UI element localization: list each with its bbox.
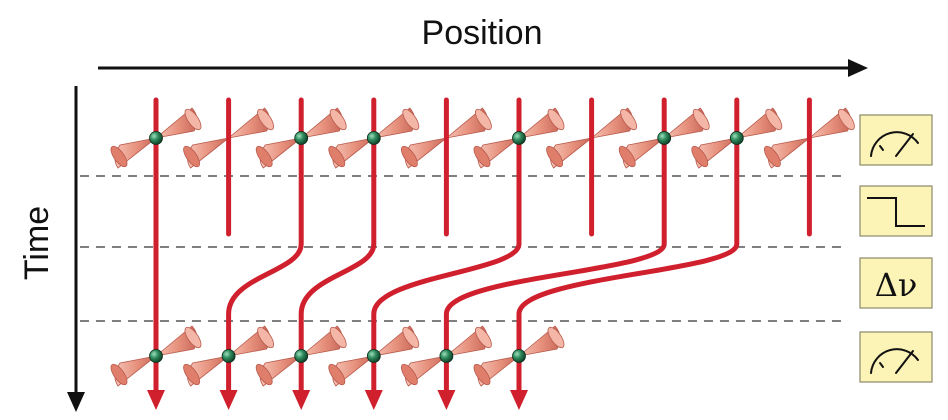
trajectory-arrowhead-0 [147,390,165,410]
frequency-shift-label: Δν [875,266,918,304]
stage-measure-final [859,331,933,383]
meter-icon [870,348,919,374]
tweezer-top-7 [618,107,710,169]
atom-trajectory-5 [516,97,740,395]
trajectory-arrowhead-2 [292,390,311,410]
atom-initial-8 [729,131,744,145]
trajectory-arrowhead-1 [219,390,238,410]
tweezer-bottom-4 [400,325,492,387]
tweezer-top-2 [255,107,347,169]
stage-step-pulse [859,185,933,237]
atom-trajectory-1 [226,97,304,395]
tweezer-top-5 [473,107,565,169]
tweezer-bottom-5 [473,325,565,387]
tweezer-top-4 [400,107,492,169]
atom-final-2 [294,349,309,363]
atom-final-0 [149,349,163,363]
meter-icon [870,131,919,157]
atom-final-4 [439,349,454,363]
tweezer-top-1 [183,107,275,169]
tweezer-top-3 [328,107,420,169]
atom-trajectories [147,97,812,410]
tweezer-top-9 [763,107,855,169]
atom-final-5 [512,349,526,363]
atom-final-1 [221,349,236,363]
trajectory-arrowhead-3 [364,390,383,410]
atom-trajectory-3 [371,97,522,395]
position-axis-arrow [98,59,868,77]
time-axis-label: Time [18,206,56,280]
tweezer-bottom-3 [328,325,420,387]
tweezer-bottom-2 [255,325,347,387]
tweezer-top-6 [546,107,638,169]
atoms [149,131,744,363]
stage-frequency-shift: Δν [859,257,933,309]
atom-initial-5 [512,131,526,145]
time-axis-arrow [67,86,85,412]
tweezer-top-8 [691,107,783,169]
atom-trajectory-4 [443,97,667,395]
stage-measure-initial [859,114,933,166]
step-function-icon [867,197,925,227]
atom-initial-3 [366,131,381,145]
atom-initial-0 [149,131,163,145]
tweezer-top-0 [110,107,202,169]
trajectory-arrowhead-5 [510,390,528,410]
tweezer-bottom-1 [183,325,275,387]
initial-tweezer-array [110,107,855,169]
phase-dividers [80,175,848,322]
trajectory-arrowhead-4 [437,390,456,410]
atom-final-3 [366,349,381,363]
position-axis-label: Position [422,14,543,52]
final-tweezer-array [110,325,565,387]
tweezer-bottom-0 [110,325,202,387]
atom-trajectory-2 [298,97,377,395]
atom-initial-7 [657,131,672,145]
atom-initial-2 [294,131,309,145]
